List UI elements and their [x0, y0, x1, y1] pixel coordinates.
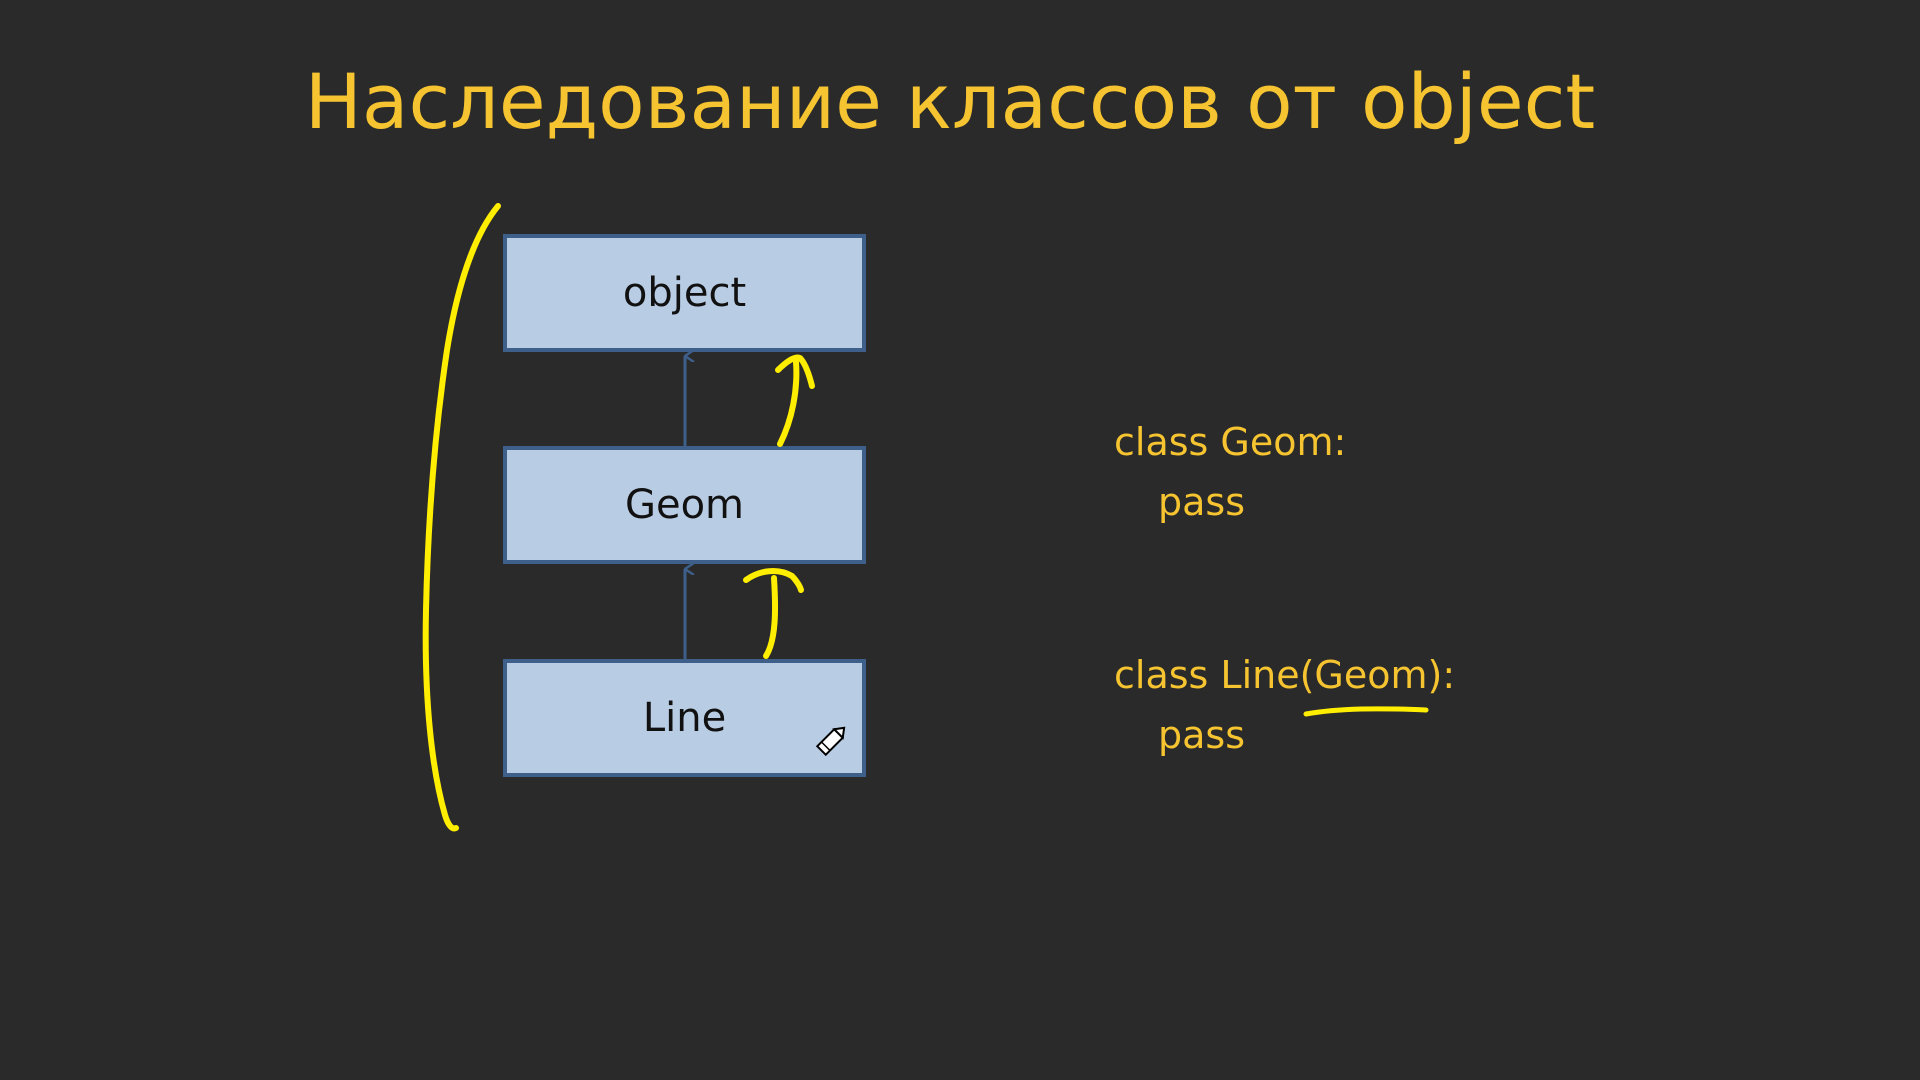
annotation-underline-geom — [1303, 706, 1429, 717]
class-box-geom: Geom — [503, 446, 866, 564]
class-box-label: Line — [642, 695, 727, 741]
class-box-label: object — [622, 270, 747, 316]
code-line-body: pass — [1158, 713, 1246, 757]
slide-title: Наследование классов от object — [304, 57, 1596, 146]
class-box-line: Line — [503, 659, 866, 777]
class-box-label: Geom — [624, 482, 745, 528]
code-geom-declaration: class Geom: — [1114, 420, 1347, 464]
class-box-object: object — [503, 234, 866, 352]
annotation-arrow-geom-to-object — [775, 354, 815, 447]
code-line-declaration: class Line(Geom): — [1114, 653, 1456, 697]
code-geom-body: pass — [1158, 480, 1246, 524]
pen-cursor-icon — [815, 726, 846, 757]
annotation-arrow-line-to-geom — [743, 568, 804, 659]
annotation-bracket — [422, 203, 501, 832]
